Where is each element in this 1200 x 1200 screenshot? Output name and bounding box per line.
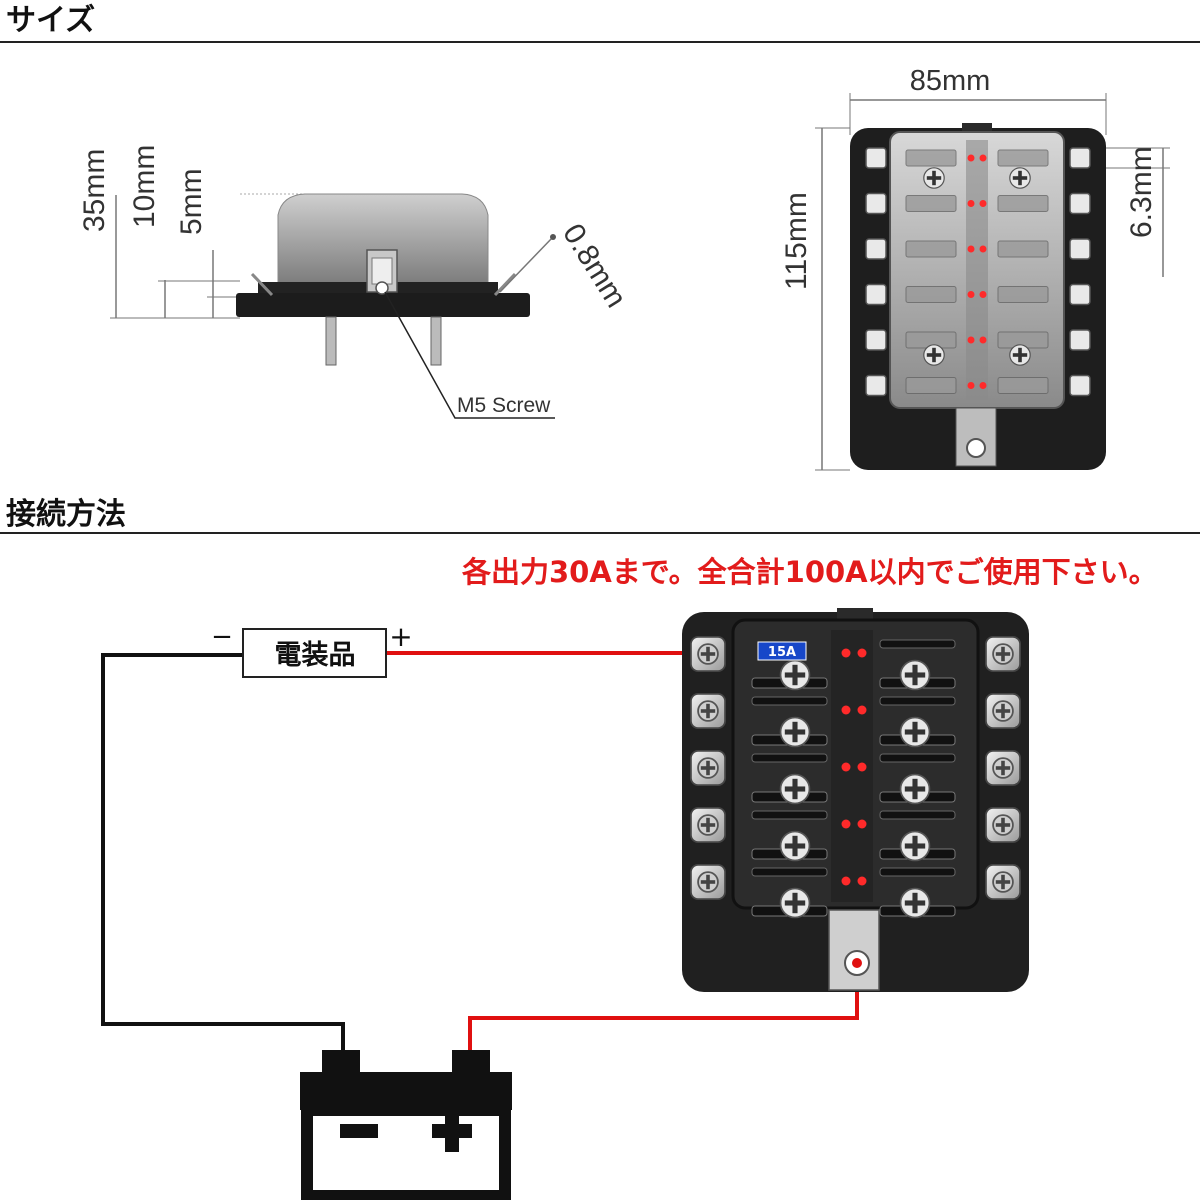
fuse-box [682, 608, 1029, 992]
terminal-screw-icon [690, 636, 726, 672]
dim-label-6-3mm: 6.3mm [1125, 146, 1158, 238]
usage-note: 各出力30Aまで。全合計100A以内でご使用下さい。 [461, 555, 1158, 589]
device-label: 電装品 [275, 640, 356, 671]
phillips-screw-icon [899, 716, 931, 748]
terminal-screw-icon [690, 693, 726, 729]
screw-icon [1009, 344, 1031, 366]
fuse-row [690, 636, 1021, 691]
black-wire [101, 653, 345, 1050]
top-view-row [865, 374, 1091, 397]
top-view-row [865, 192, 1091, 215]
top-view-row [865, 283, 1091, 306]
phillips-screw-icon [779, 716, 811, 748]
fuse-row [690, 864, 1021, 919]
dim-label-35mm: 35mm [78, 149, 111, 232]
battery-icon [300, 1050, 512, 1200]
terminal-screw-icon [690, 807, 726, 843]
fuse-row [690, 750, 1021, 805]
screw-icon [923, 344, 945, 366]
dim-label-5mm: 5mm [175, 168, 208, 235]
device-minus-sign: − [211, 622, 233, 652]
top-view-row [865, 238, 1091, 260]
device-box: 電装品 [242, 628, 387, 678]
battery-minus-icon [340, 1124, 378, 1138]
dim-label-0-8mm: 0.8mm [556, 218, 633, 313]
device-plus-sign: + [389, 620, 412, 653]
section-title-size: サイズ [6, 3, 96, 38]
top-view-row [865, 147, 1091, 169]
phillips-screw-icon [899, 830, 931, 862]
fuse-label: 15A [768, 645, 796, 660]
terminal-screw-icon [985, 636, 1021, 672]
side-view-drawing [110, 193, 556, 419]
terminal-screw-icon [985, 750, 1021, 786]
phillips-screw-icon [779, 659, 811, 691]
fuse-rows [690, 636, 1021, 919]
screw-icon [1009, 167, 1031, 189]
dim-label-10mm: 10mm [128, 145, 161, 228]
terminal-screw-icon [690, 750, 726, 786]
terminal-screw-icon [690, 864, 726, 900]
terminal-screw-icon [985, 864, 1021, 900]
screw-label: M5 Screw [457, 394, 551, 417]
fuse-row [690, 693, 1021, 748]
section-divider-size [0, 41, 1200, 43]
phillips-screw-icon [899, 887, 931, 919]
fuse-row [690, 807, 1021, 862]
phillips-screw-icon [899, 659, 931, 691]
terminal-screw-icon [985, 807, 1021, 843]
phillips-screw-icon [899, 773, 931, 805]
section-title-connection: 接続方法 [6, 497, 126, 532]
top-view-terminal-rows [865, 147, 1091, 397]
phillips-screw-icon [779, 830, 811, 862]
top-view-row [865, 329, 1091, 351]
terminal-screw-icon [985, 693, 1021, 729]
screw-icon [923, 167, 945, 189]
dim-label-85mm: 85mm [910, 65, 991, 97]
dim-label-115mm: 115mm [780, 192, 813, 290]
fuse-label-badge [757, 641, 807, 661]
section-divider-connection [0, 532, 1200, 534]
phillips-screw-icon [779, 887, 811, 919]
phillips-screw-icon [779, 773, 811, 805]
